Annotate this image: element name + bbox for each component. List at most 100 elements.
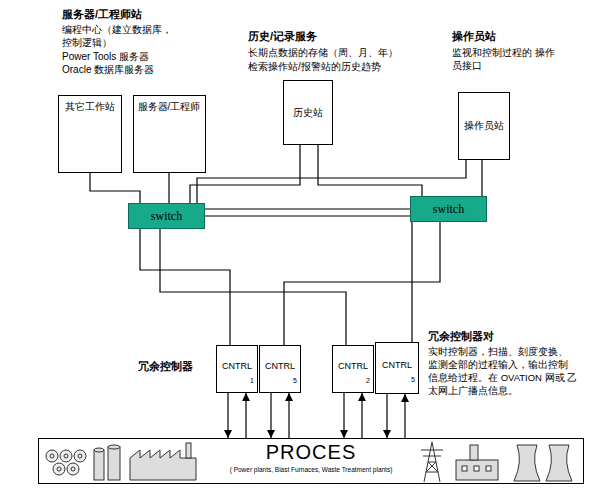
signal-arrow [404,394,405,438]
network-line [411,222,412,342]
pipe-bundle [74,450,86,462]
workstation-box: 其它工作站 [58,95,122,173]
controller-box: CNTRL 5 [259,345,301,393]
note-text: Power Tools 服务器 [62,50,149,63]
historian-box: 历史站 [283,80,333,145]
cooling-towers [514,445,572,481]
node-label: CNTRL [338,361,368,371]
storage-tanks [108,445,120,449]
pipe-bundle [60,450,72,462]
plant-building [456,460,498,480]
cooling-towers [546,445,572,481]
section-heading: 服务器/工程师站 [62,8,142,21]
operator-box: 操作员站 [458,92,510,160]
callout-text: 1 [250,377,254,384]
note-text: 长期点数据的存储（周、月、年） [248,46,398,59]
network-line [140,229,230,345]
cooling-towers [514,445,540,481]
network-line [205,215,410,216]
signal-arrow [361,393,362,438]
pipe-bundle [46,450,58,462]
note-text: Oracle 数据库服务器 [62,63,154,76]
storage-tanks [94,450,104,480]
note-text: 监视和控制过程的 操作员接口 [452,46,564,72]
signal-arrow [270,393,271,438]
note-text: 检索操作站/报警站的历史趋势 [248,61,381,72]
power-pylon [421,442,443,482]
controller-box: CNTRL 5 [375,342,419,394]
node-label: 历史站 [293,106,323,120]
callout-text: 2 [366,377,370,384]
section-heading: 操作员站 [452,30,496,43]
network-line [284,222,440,345]
plant-building [470,445,478,460]
network-line [205,208,410,209]
section-heading: 冗余控制器 [138,360,193,373]
storage-tanks [94,448,104,452]
server-box: 服务器/工程师 [133,95,206,173]
pipe-bundle [46,450,86,475]
network-line [190,145,300,203]
pipe-bundle [71,467,75,471]
section-heading: 服务器/工程师站 [62,8,142,20]
note-text: 监视和控制过程的 操作员接口 [452,47,555,71]
node-label: CNTRL [382,360,412,370]
network-switch: switch [128,203,205,229]
note-text: Oracle 数据库服务器 [62,64,154,75]
pipe-bundle [53,463,65,475]
section-heading: 历史/记录服务 [248,30,317,43]
plant-building [462,466,467,471]
section-heading: 冗余控制器 [138,360,193,372]
power-pylon [421,442,443,482]
node-label: CNTRL [222,361,252,371]
network-line [90,173,140,203]
network-line [160,229,346,345]
pipe-bundle [57,467,61,471]
node-label: 其它工作站 [65,100,115,114]
pipe-bundle [64,454,68,458]
signal-arrow [343,393,344,438]
node-label: switch [433,202,464,217]
section-heading: 操作员站 [452,30,496,42]
signal-arrow [245,393,246,438]
node-label: CNTRL [265,361,295,371]
note-text: 实时控制器，扫描、刻度变换、 监测全部的过程输入，输出控制 信息给过程。在 OV… [428,346,577,396]
callout-text: 5 [293,377,297,384]
process-band: PROCES ( Power plants, Blast Furnaces, Wa… [38,438,584,484]
callout-text: ( Power plants, Blast Furnaces, Waste Tr… [229,466,394,473]
storage-tanks [108,447,120,480]
signal-arrow [227,393,228,438]
note-text: 实时控制器，扫描、刻度变换、 监测全部的过程输入，输出控制 信息给过程。在 OV… [428,345,580,397]
section-heading: 冗余控制器对 [428,330,494,342]
section-heading: 历史/记录服务 [248,30,317,42]
factory [130,443,196,480]
network-switch: switch [410,196,487,222]
plant-building [456,445,498,480]
note-text: 编程中心（建立数据库， 控制逻辑） [62,24,172,48]
pipe-bundle [78,454,82,458]
storage-tanks [94,445,120,480]
note-text: 检索操作站/报警站的历史趋势 [248,60,381,73]
node-label: switch [151,209,182,224]
controller-box: CNTRL 2 [332,345,374,393]
node-label: 服务器/工程师 [138,100,201,114]
signal-arrow [288,393,289,438]
pipe-bundle [50,454,54,458]
callout-text: 5 [411,376,415,383]
signal-arrow [386,394,387,438]
pipe-bundle [67,463,79,475]
node-label: 操作员站 [464,119,504,133]
network-line [318,145,422,196]
note-text: Power Tools 服务器 [62,51,149,62]
plant-building [474,466,479,471]
section-heading: 冗余控制器对 [428,330,494,343]
node-label: PROCES [266,441,356,464]
factory [186,443,191,458]
network-line [481,160,482,196]
controller-box: CNTRL 1 [216,345,258,393]
plant-building [486,466,491,471]
network-line [168,173,169,203]
note-text: 编程中心（建立数据库， 控制逻辑） [62,23,182,49]
note-text: 长期点数据的存储（周、月、年） [248,47,398,58]
